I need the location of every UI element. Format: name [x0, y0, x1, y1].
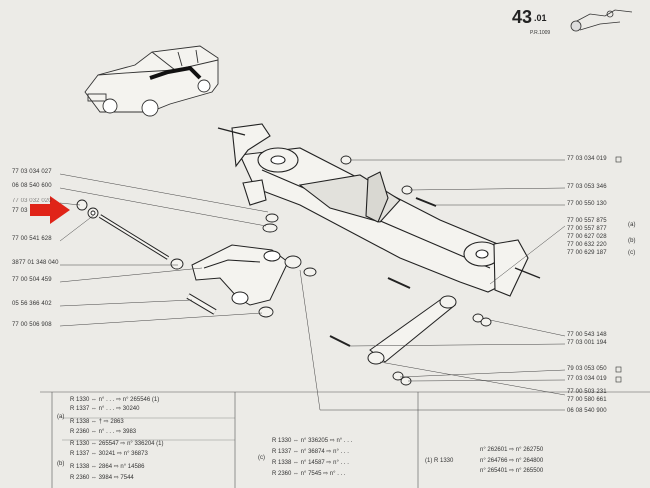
small-hardware: [76, 155, 492, 386]
threaded-rod: [98, 214, 170, 260]
table-c-row: R 1338 ⇔ n° 14587 ⇨ n° . . .: [272, 460, 349, 466]
section-number: 43: [512, 7, 533, 27]
table-d-row: n° 264766 ⇨ n° 264800: [480, 458, 544, 464]
table-b-row: R 1337 ⇔ 30241 ⇨ n° 36873: [70, 451, 148, 457]
table-a-row: R 2360 ⇔ n° . . . ⇨ 3983: [70, 429, 137, 435]
part-ref: 05 56 366 402: [12, 301, 52, 307]
part-ref: 77 00 580 661: [567, 397, 607, 403]
table-b-row: R 1338 ⇔ 2864 ⇨ n° 14586: [70, 464, 145, 470]
table-d-row: n° 262601 ⇨ n° 262750: [480, 447, 544, 453]
part-ref: 79 03 053 050: [567, 366, 607, 372]
table-d-row: n° 265401 ⇨ n° 265500: [480, 468, 544, 474]
leader-lines-left: [59, 173, 269, 327]
note-mark: (a): [628, 222, 636, 228]
table-b-label: (b): [57, 461, 65, 467]
part-ref: 77 00 550 130: [567, 201, 607, 207]
axle-beam: [217, 123, 541, 297]
part-ref: 77 03 001 194: [567, 340, 607, 346]
lower-control-arm: [191, 244, 289, 306]
part-ref: 77 00 543 148: [567, 332, 607, 338]
car-thumbnail: [84, 45, 219, 117]
part-ref: 77 00 503 231: [567, 389, 607, 395]
table-a-label: (a): [57, 414, 65, 420]
table-b-row: R 1330 ⇔ 265547 ⇨ n° 336204 (1): [70, 441, 164, 447]
section-sub: .01: [534, 13, 547, 23]
table-d-label: (1) R 1330: [425, 458, 454, 464]
plate-code: P.R.1009: [530, 30, 551, 36]
part-ref: 77 00 506 908: [12, 322, 52, 328]
part-ref: 77 03 032 020: [12, 198, 52, 204]
part-ref: 77 03 034 027: [12, 169, 52, 175]
table-a-row: R 1338 ⇔ † ⇨ 2863: [70, 419, 124, 425]
table-c-row: R 1337 ⇔ n° 36874 ⇨ n° . . .: [272, 449, 349, 455]
table-icons: [615, 156, 622, 383]
part-ref: 77 00 629 187: [567, 250, 607, 256]
part-ref: 77 03 034 019: [567, 376, 607, 382]
leader-lines-right: [299, 159, 566, 411]
part-ref: 77 03 034 019: [567, 156, 607, 162]
part-ref: 77 00 557 875: [567, 218, 607, 224]
part-ref: 77 00 632 220: [567, 242, 607, 248]
part-ref: 77 00 504 459: [12, 277, 52, 283]
header-mini-diagram: [570, 9, 633, 32]
part-ref: 77 00 557 877: [567, 226, 607, 232]
part-ref: 77 03 053 346: [567, 184, 607, 190]
part-ref: 3877 01 348 040: [12, 260, 59, 266]
note-mark: (b): [628, 238, 636, 244]
part-ref: 06 08 540 600: [12, 183, 52, 189]
part-ref: 06 08 540 900: [567, 408, 607, 414]
table-a-row: R 1337 ⇔ n° . . . ⇨ 30240: [70, 406, 140, 412]
table-c-label: (c): [258, 455, 265, 461]
tie-rod: [367, 295, 457, 365]
part-ref: 77 03: [12, 208, 28, 214]
table-b-row: R 2360 ⇔ 3984 ⇨ 7544: [70, 475, 134, 481]
note-mark: (c): [628, 250, 636, 256]
part-ref: 77 00 541 628: [12, 236, 52, 242]
part-ref: 77 00 627 028: [567, 234, 607, 240]
table-c-row: R 1330 ⇔ n° 336205 ⇨ n° . . .: [272, 438, 353, 444]
table-c-row: R 2360 ⇔ n° 7545 ⇨ n° . . .: [272, 471, 346, 477]
table-a-row: R 1330 ⇔ n° . . . ⇨ n° 265546 (1): [70, 397, 160, 403]
red-pointer-arrow: [30, 196, 70, 224]
pivot-pin: [186, 293, 217, 315]
